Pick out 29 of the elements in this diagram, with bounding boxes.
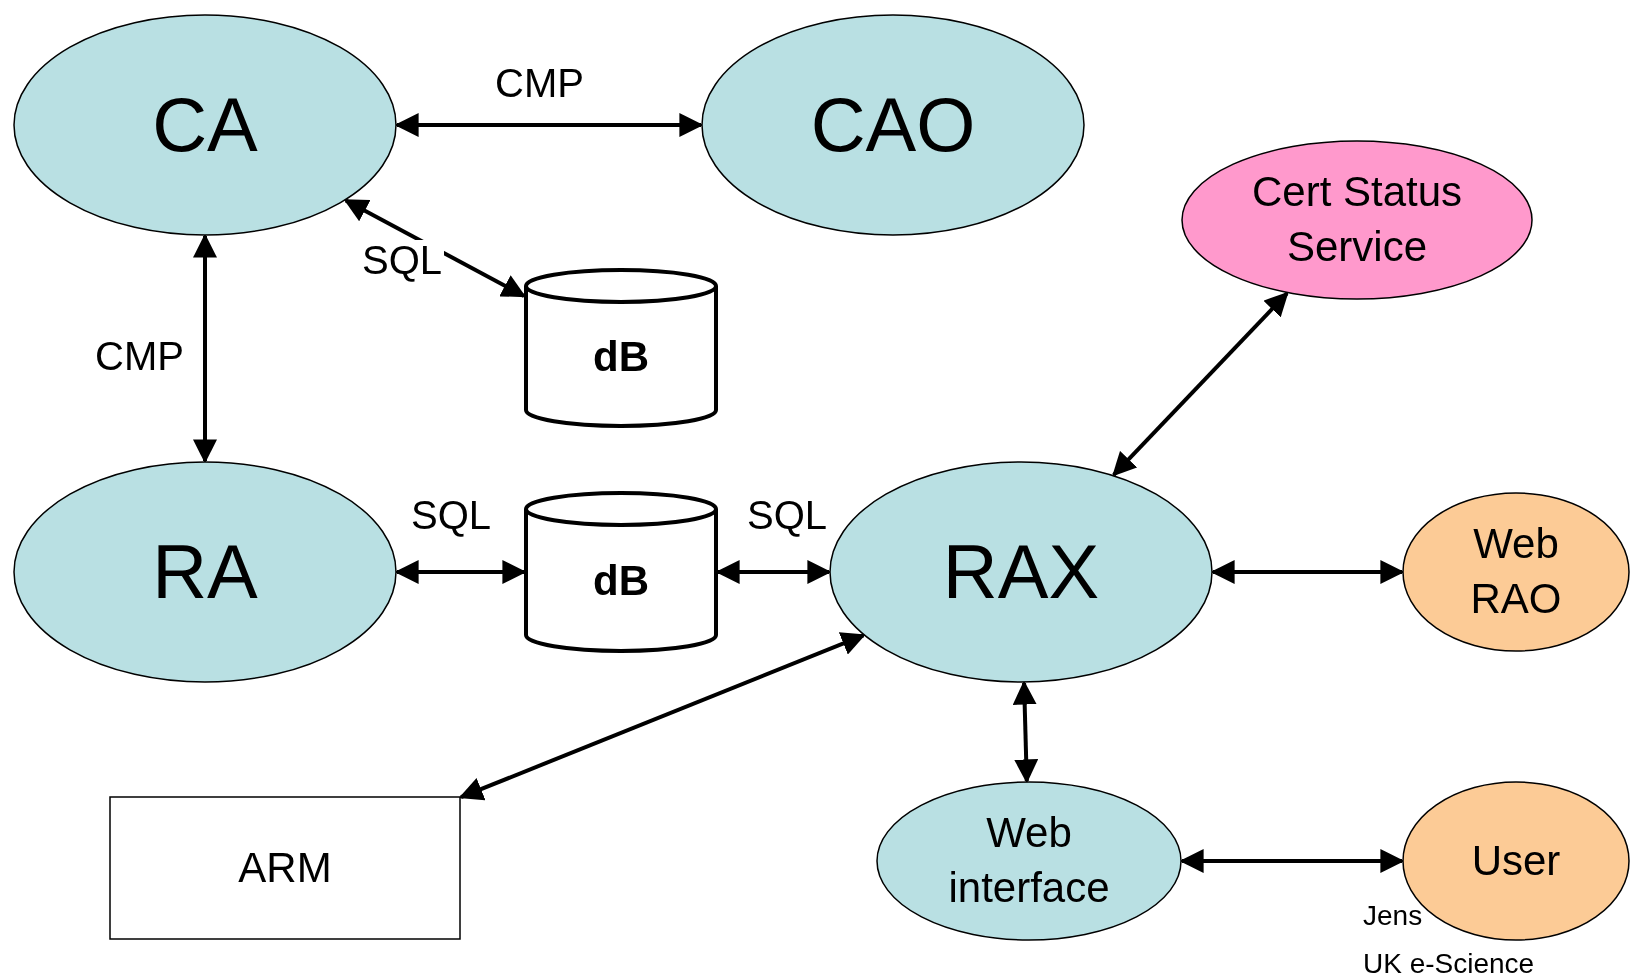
arrow	[1012, 680, 1039, 784]
arrow	[458, 632, 866, 801]
node-label: RAX	[942, 527, 1100, 616]
node-label: dB	[593, 555, 649, 606]
note-text: Jens	[1363, 902, 1423, 930]
node-label: CA	[152, 80, 258, 169]
arrow	[193, 233, 217, 464]
process-box	[109, 796, 461, 940]
ellipse-node	[701, 14, 1085, 236]
edge-label: SQL	[360, 240, 445, 280]
ellipse-node	[876, 781, 1182, 941]
node-label: RA	[152, 527, 258, 616]
ellipse-node	[1402, 492, 1630, 652]
node-label: Cert Status Service	[1250, 167, 1464, 272]
node-label: Web interface	[947, 808, 1111, 913]
node-label: Web RAO	[1469, 519, 1563, 624]
node-label: ARM	[238, 842, 332, 893]
node-label: CAO	[810, 80, 976, 169]
arrow	[1112, 291, 1289, 477]
note-text: UK e-Science	[1363, 950, 1535, 978]
database-cylinder	[524, 491, 718, 653]
ellipse-node	[829, 461, 1213, 683]
arrow	[343, 198, 527, 298]
node-label: User	[1471, 835, 1561, 886]
ellipse-node	[13, 461, 397, 683]
database-cylinder	[524, 268, 718, 428]
ellipse-node	[1181, 140, 1533, 300]
ellipse-node	[13, 14, 397, 236]
node-label: dB	[593, 331, 649, 382]
